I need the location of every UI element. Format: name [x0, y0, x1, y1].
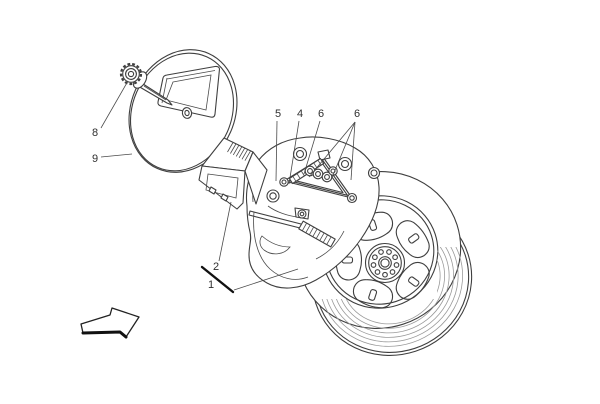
knob-knurl [119, 62, 143, 86]
leader-6a [303, 120, 321, 175]
leader-8 [100, 80, 129, 129]
knob-bolts [266, 146, 381, 203]
callout-1: 1 [208, 279, 214, 291]
direction-arrow-icon [80, 307, 140, 339]
callout-6b: 6 [354, 108, 360, 120]
callout-divider [200, 265, 235, 294]
wheel-hub [364, 242, 406, 284]
retaining-knob-bolt [119, 62, 173, 106]
case-vent-ribs [227, 142, 251, 161]
callout-6a: 6 [318, 108, 324, 120]
knob-bolt [292, 146, 308, 162]
lever-handle [248, 210, 336, 248]
leader-6b [330, 121, 356, 181]
knob-bolt [337, 156, 353, 172]
knob-bolt [266, 189, 280, 203]
tray-recess [315, 230, 345, 260]
case-front-panel [205, 173, 239, 199]
tray-pocket [259, 235, 291, 255]
lever-shaft [248, 210, 302, 229]
tray-outline [245, 136, 380, 289]
leader-6b [350, 121, 356, 181]
disc-pocket [157, 65, 221, 119]
callout-9: 9 [92, 153, 98, 165]
lever-grip [298, 220, 336, 248]
case-front-face [198, 165, 246, 210]
disc-inner-rim [129, 52, 235, 172]
leader-lines [100, 80, 356, 294]
jack-foot-right [346, 192, 358, 204]
callout-2: 2 [213, 261, 219, 273]
leader-6b [308, 121, 356, 178]
cover-disc [119, 49, 238, 173]
callout-4: 4 [297, 108, 303, 120]
knob-bolt [321, 171, 333, 183]
leader-4 [288, 120, 300, 185]
tray-inner-contour [253, 211, 309, 280]
case-clip [208, 186, 217, 195]
case-clip [220, 193, 229, 202]
case-side-face [244, 151, 268, 205]
leader-2 [218, 201, 232, 262]
knob-bolt [367, 166, 381, 180]
leader-1 [233, 268, 299, 291]
callout-5: 5 [275, 108, 281, 120]
tool-case [198, 137, 268, 210]
leader-5 [275, 120, 278, 182]
callout-labels: 8 9 5 4 6 6 2 1 [92, 108, 360, 291]
leader-9 [100, 153, 133, 158]
foam-tool-tray [245, 136, 381, 289]
callout-8: 8 [92, 127, 98, 139]
jack-foot-left [279, 177, 289, 187]
jack-top-bracket [317, 149, 331, 161]
pocket-bolt-hole [181, 107, 193, 119]
jack-screw-end [297, 209, 307, 219]
